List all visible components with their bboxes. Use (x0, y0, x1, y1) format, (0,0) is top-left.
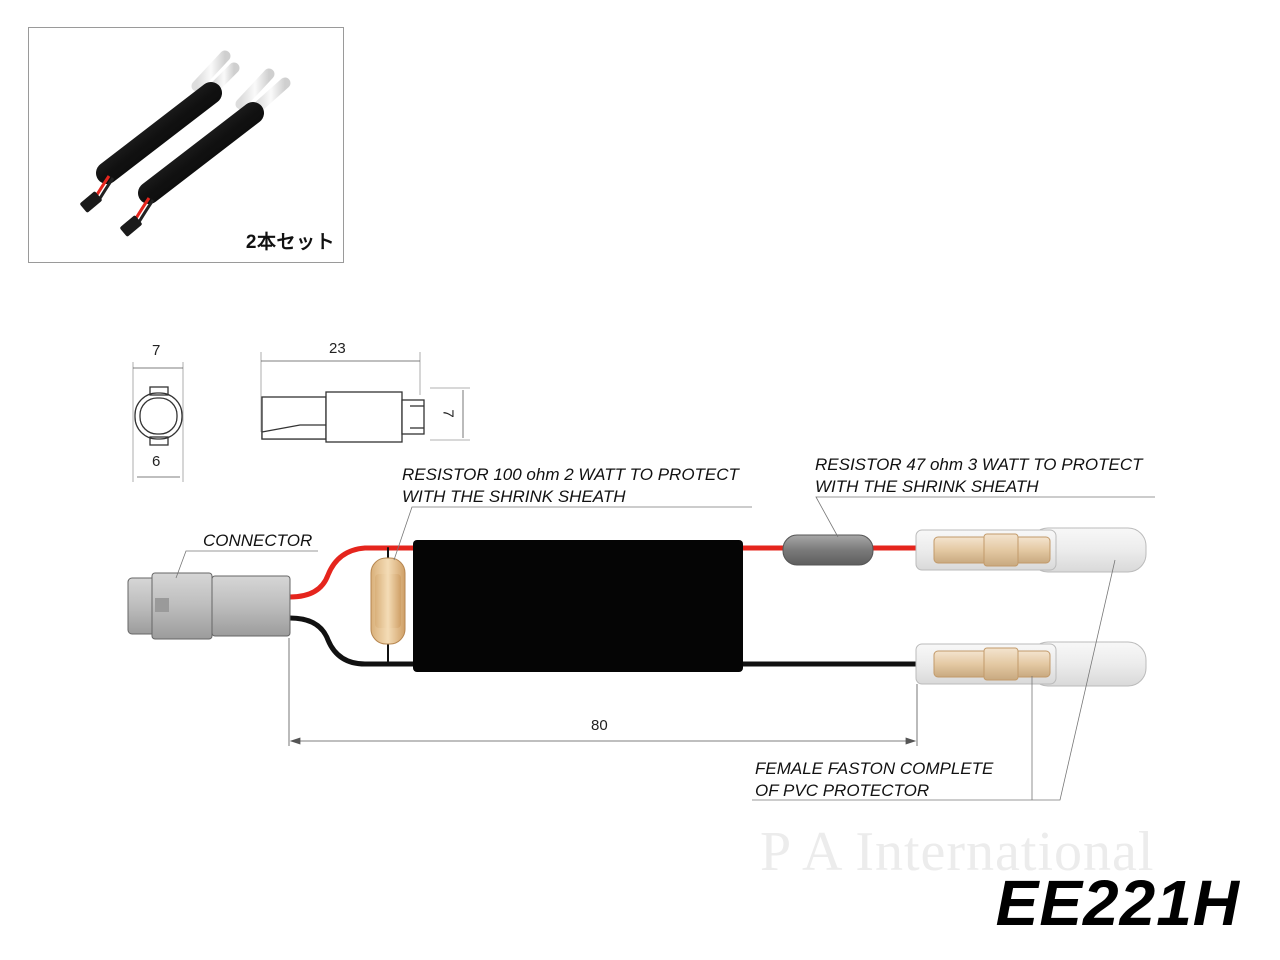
shrink-sheath (413, 540, 743, 672)
connector-height-dimension: 7 (439, 409, 457, 418)
resistor-47-label-line1: RESISTOR 47 ohm 3 WATT TO PROTECT (815, 455, 1143, 474)
faston-label-line2: OF PVC PROTECTOR (755, 781, 930, 800)
end-height-dimension: 6 (152, 453, 161, 470)
length-dimension (288, 638, 918, 746)
cable-length-dimension: 80 (591, 717, 608, 734)
faston-terminal-bottom (915, 641, 1147, 687)
cable-two (120, 68, 291, 237)
product-code: EE221H (995, 867, 1240, 939)
main-connector (127, 572, 291, 640)
watermark-text: P A International (760, 821, 1155, 883)
connector-length-dimension: 23 (329, 340, 346, 357)
leader-lines (175, 496, 1155, 801)
faston-terminal-top (915, 527, 1147, 573)
end-width-dimension: 7 (152, 342, 161, 359)
connector-label: CONNECTOR (203, 531, 313, 550)
cable-pair-illustration (80, 50, 291, 237)
set-of-two-caption: 2本セット (245, 232, 335, 253)
cable-one (80, 50, 240, 213)
resistor-100-label-line1: RESISTOR 100 ohm 2 WATT TO PROTECT (402, 465, 739, 484)
red-wire (287, 545, 923, 600)
resistor-100-label-line2: WITH THE SHRINK SHEATH (402, 487, 626, 506)
resistor-47-ohm (782, 534, 874, 566)
resistor-47-label-line2: WITH THE SHRINK SHEATH (815, 477, 1039, 496)
resistor-100-ohm (370, 557, 406, 645)
connector-side-view (260, 352, 470, 443)
connector-end-view (132, 362, 184, 482)
black-wire (287, 615, 923, 667)
product-photo-inset: 2本セット (28, 27, 344, 263)
faston-label-line1: FEMALE FASTON COMPLETE (755, 759, 994, 778)
